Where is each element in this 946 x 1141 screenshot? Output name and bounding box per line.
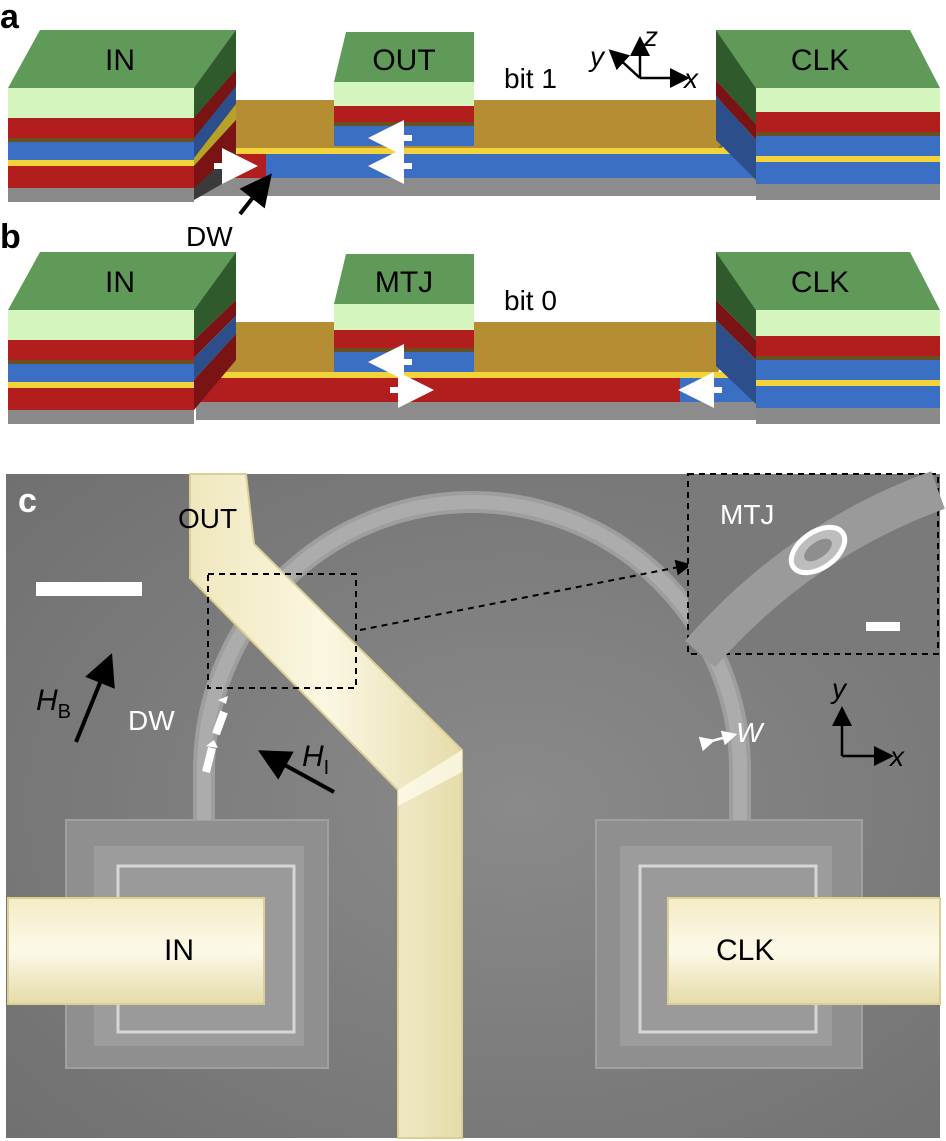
pad-mtj-label: MTJ	[375, 266, 433, 299]
panel-a-bit-label: bit 1	[504, 63, 557, 94]
pad-in-label-b: IN	[105, 266, 135, 299]
pad-clk-label: CLK	[791, 44, 849, 77]
pad-in-label: IN	[105, 44, 135, 77]
hi-label: HI	[302, 740, 329, 779]
hi-sub: I	[324, 757, 330, 779]
panel-a-out-pad: OUT	[334, 32, 474, 146]
scale-bar	[36, 582, 142, 596]
panel-a-letter: a	[0, 0, 20, 36]
axis-x-label: x	[682, 63, 699, 94]
panel-b-letter: b	[0, 218, 21, 256]
panel-a-in-pad: IN	[8, 30, 236, 202]
panel-a-arrows	[214, 120, 412, 184]
panel-c-axes: y x	[830, 673, 905, 772]
sem-dw-arrows	[202, 696, 228, 773]
zoom-arrow	[359, 559, 692, 631]
sem-in-label: IN	[164, 934, 194, 967]
panel-b-mtj-pad: MTJ	[334, 254, 474, 372]
width-arrow	[698, 730, 738, 752]
hi-arrow	[257, 750, 335, 794]
sem-inset: MTJ	[684, 471, 945, 668]
c-axis-x-label: x	[888, 741, 905, 772]
axis-y-label: y	[588, 41, 606, 72]
sem-pad-electrodes	[7, 897, 941, 1005]
dw-arrow-up	[202, 747, 216, 773]
inset-mtj-label: MTJ	[720, 499, 774, 530]
pad-clk-label-b: CLK	[791, 266, 849, 299]
panel-b-bus	[196, 322, 756, 420]
panel-b-clk-pad	[716, 252, 940, 424]
panel-a-axes: z x y	[588, 21, 699, 94]
hb-arrow	[74, 653, 115, 743]
zoom-box	[207, 573, 357, 689]
hb-main: H	[36, 684, 58, 717]
hb-sub: B	[58, 701, 71, 723]
panel-a-clk-pad: CLK	[716, 30, 940, 200]
c-axis-y-label: y	[830, 673, 848, 704]
panel-c-letter: c	[18, 482, 37, 520]
y-axis-arrow	[608, 49, 641, 79]
inset-scale-bar	[866, 622, 900, 631]
hi-main: H	[302, 740, 324, 773]
dw-pointer-arrow	[238, 173, 272, 216]
panel-a-dw-pointer: DW	[186, 173, 272, 252]
pad-out-label: OUT	[372, 44, 435, 77]
panel-b-bit-label: bit 0	[504, 285, 557, 316]
sem-clk-label: CLK	[716, 934, 774, 967]
width-label: W	[736, 717, 765, 748]
sem-out-electrode	[189, 473, 463, 1139]
panel-b-in-pad	[8, 252, 236, 424]
panel-b: b MTJ	[0, 218, 940, 424]
panel-c: MTJ y x c OUT DW HB HI W IN CLK	[6, 471, 945, 1139]
dw-arrow-up	[212, 710, 228, 736]
sem-dw-label: DW	[128, 705, 175, 736]
panel-b-arrows	[368, 344, 722, 408]
axis-z-label: z	[643, 21, 658, 52]
panel-a: a IN	[0, 0, 940, 252]
hb-label: HB	[36, 684, 71, 723]
panel-a-bus	[196, 100, 756, 196]
sem-out-label: OUT	[178, 503, 237, 534]
panel-a-dw-label: DW	[186, 221, 233, 252]
